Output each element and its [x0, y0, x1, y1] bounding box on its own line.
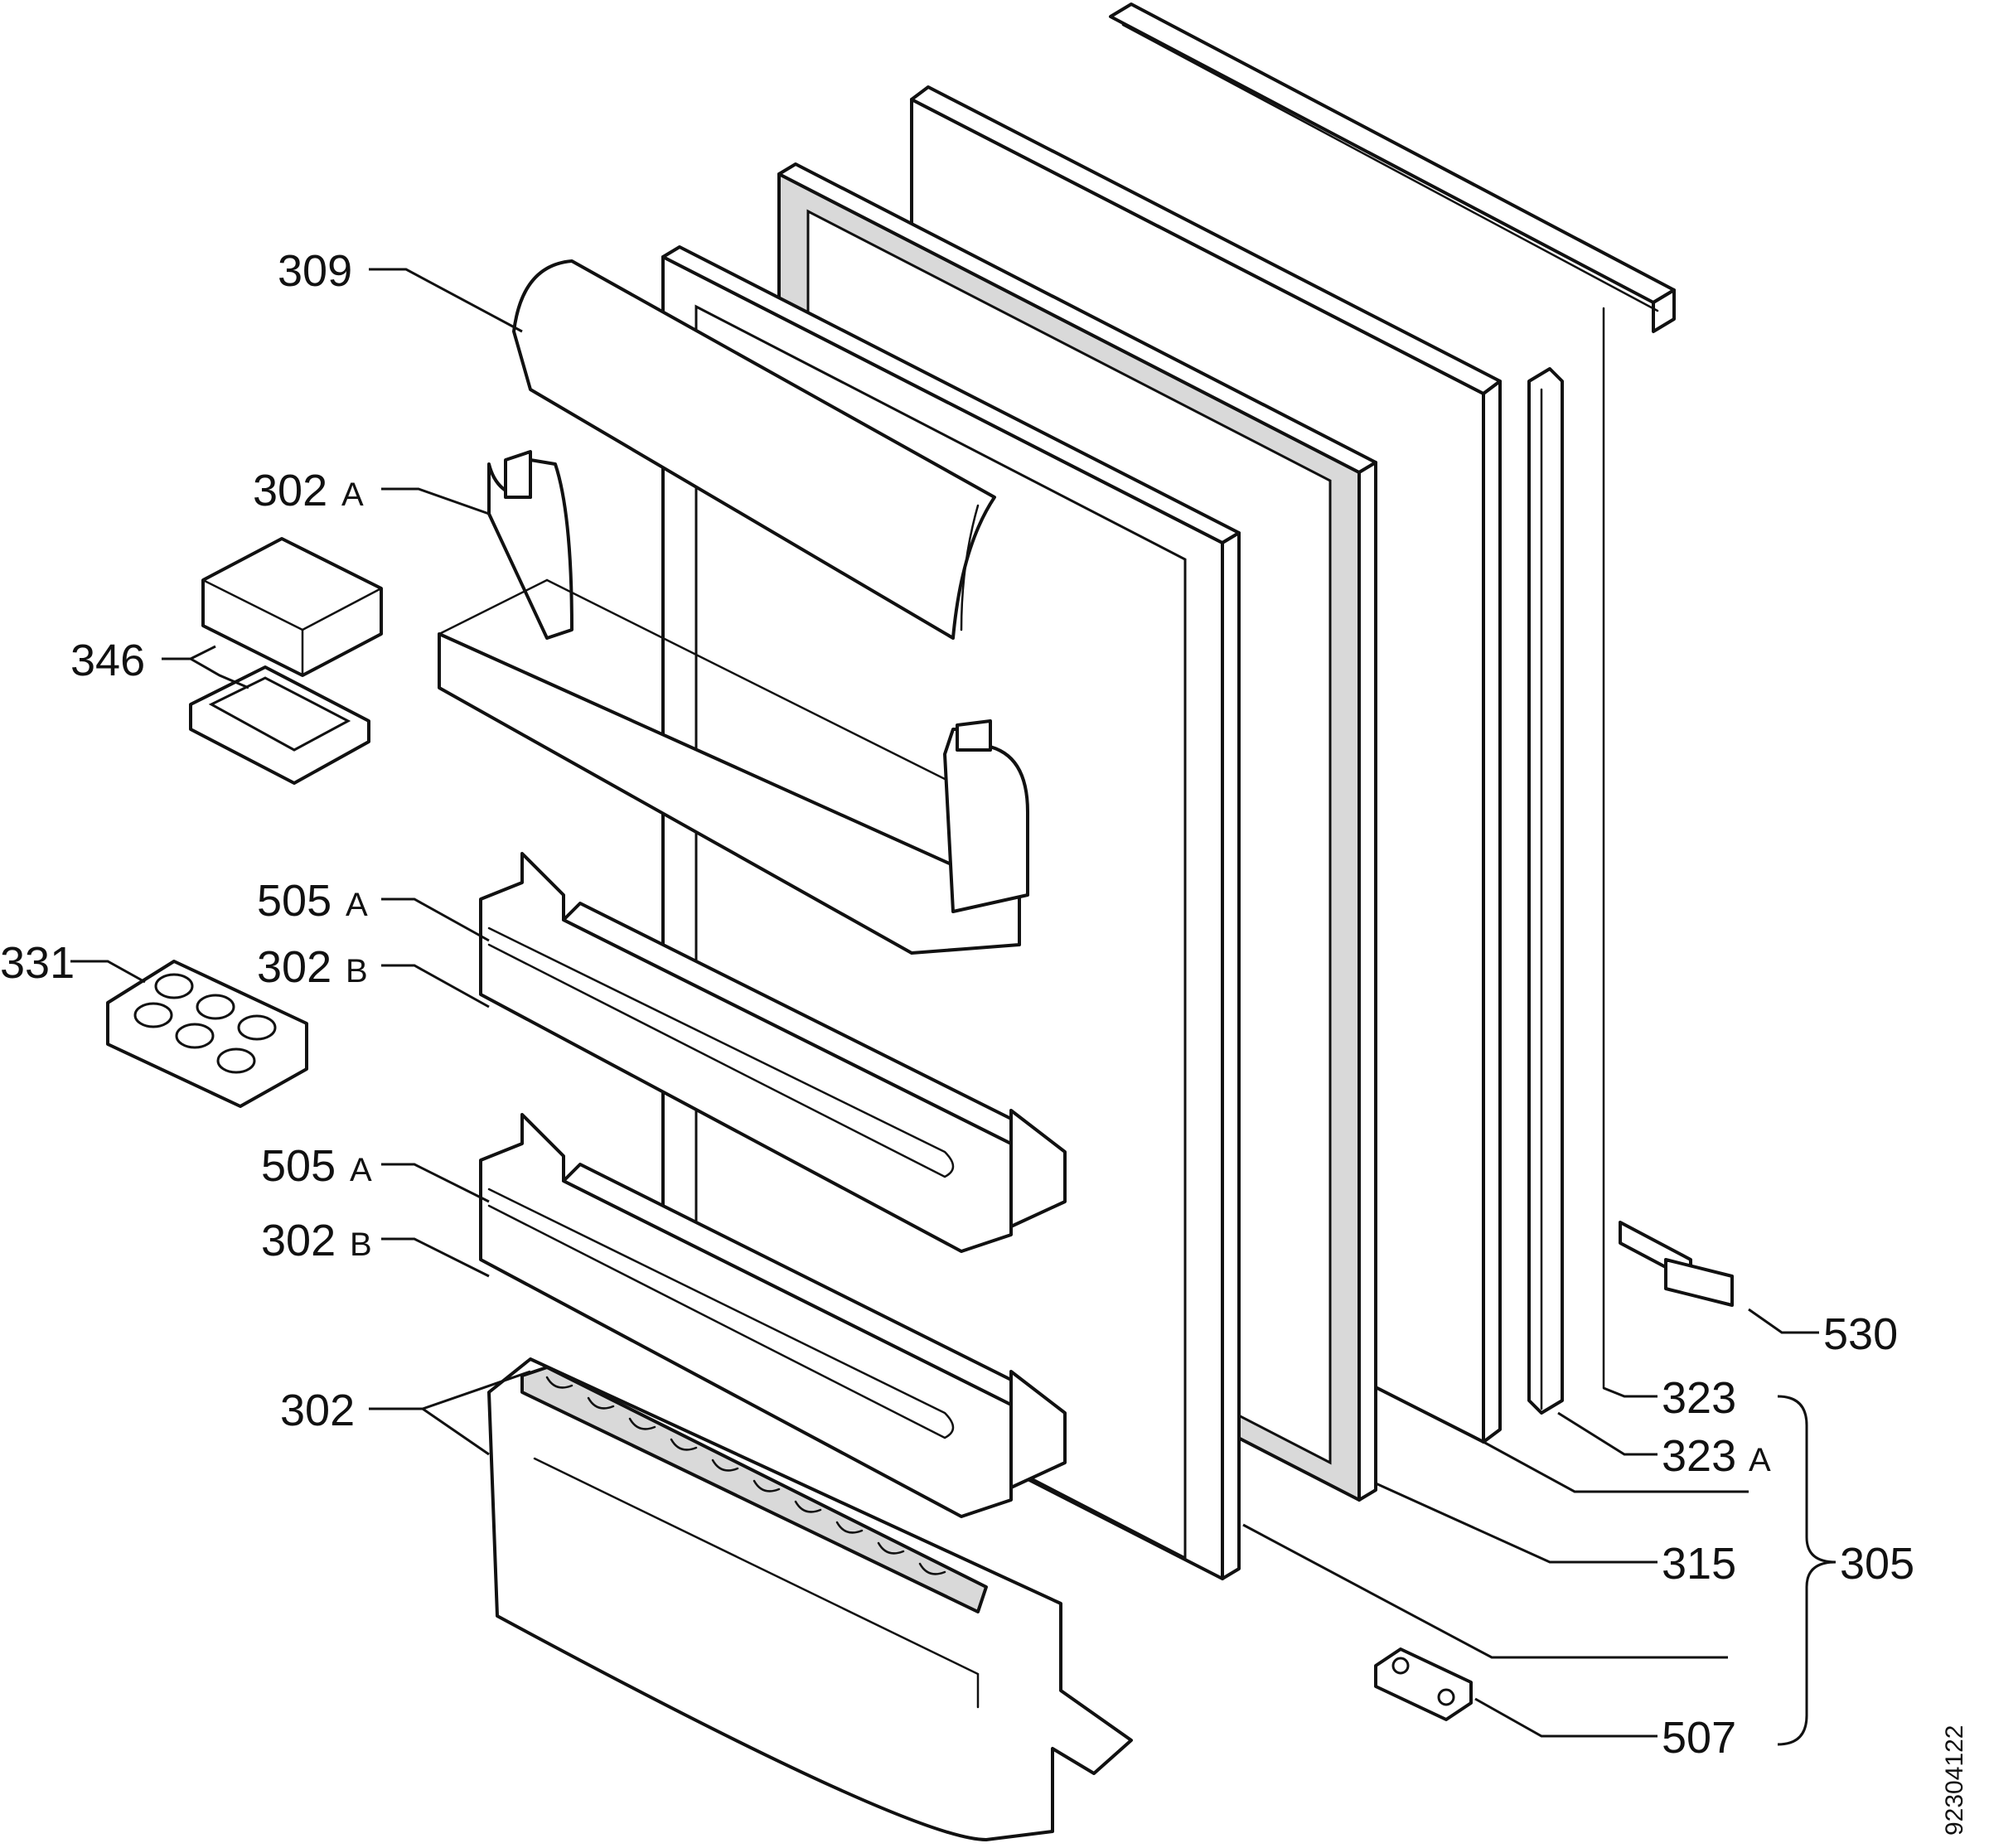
label-323a-suffix: A — [1749, 1442, 1771, 1478]
label-530: 530 — [1823, 1309, 1898, 1359]
handle-part — [1619, 1221, 1734, 1307]
label-505a-upper-number: 505 — [257, 876, 332, 926]
label-505a-lower-number: 505 — [261, 1141, 336, 1191]
label-305: 305 — [1840, 1539, 1914, 1589]
label-331-number: 331 — [0, 938, 75, 988]
label-302b-lower: 302 B — [261, 1216, 372, 1265]
label-323a-number: 323 — [1662, 1431, 1736, 1481]
label-530-number: 530 — [1823, 1309, 1898, 1359]
bottom-hinge-plate — [1374, 1647, 1473, 1721]
label-323: 323 — [1662, 1373, 1736, 1423]
label-507-number: 507 — [1662, 1713, 1736, 1763]
top-hinge-strip — [1109, 2, 1676, 333]
label-302a-number: 302 — [253, 466, 327, 515]
label-305-number: 305 — [1840, 1539, 1914, 1589]
label-346-number: 346 — [70, 636, 145, 685]
label-315-number: 315 — [1662, 1539, 1736, 1589]
label-302: 302 — [280, 1386, 355, 1435]
upper-door-shelf — [438, 450, 1029, 955]
side-strip — [1527, 367, 1564, 1415]
label-323a: 323 A — [1662, 1431, 1771, 1481]
label-302b-upper: 302 B — [257, 942, 368, 992]
leader-lines — [70, 268, 1837, 1746]
label-302b-lower-number: 302 — [261, 1216, 336, 1265]
label-302a: 302 A — [253, 466, 364, 515]
label-309-number: 309 — [278, 246, 352, 296]
label-507: 507 — [1662, 1713, 1736, 1763]
label-309: 309 — [278, 246, 352, 296]
label-302a-suffix: A — [341, 477, 364, 513]
label-346: 346 — [70, 636, 145, 685]
label-505a-upper-suffix: A — [346, 887, 368, 923]
egg-tray — [106, 960, 308, 1108]
middle-door-shelf-1 — [479, 852, 1067, 1253]
label-323-number: 323 — [1662, 1373, 1736, 1423]
dairy-flap — [512, 259, 996, 640]
label-302b-lower-suffix: B — [350, 1226, 372, 1263]
butter-box — [189, 537, 383, 785]
label-505a-lower: 505 A — [261, 1141, 372, 1191]
label-315: 315 — [1662, 1539, 1736, 1589]
middle-door-shelf-2 — [479, 1113, 1067, 1518]
bottom-bottle-shelf — [487, 1357, 1133, 1841]
drawing-code: 92304122 — [1941, 1725, 1968, 1836]
label-302-number: 302 — [280, 1386, 355, 1435]
label-331: 331 — [0, 938, 75, 988]
label-505a-upper: 505 A — [257, 876, 368, 926]
label-505a-lower-suffix: A — [350, 1152, 372, 1188]
label-302b-upper-suffix: B — [346, 953, 368, 989]
label-302b-upper-number: 302 — [257, 942, 332, 992]
